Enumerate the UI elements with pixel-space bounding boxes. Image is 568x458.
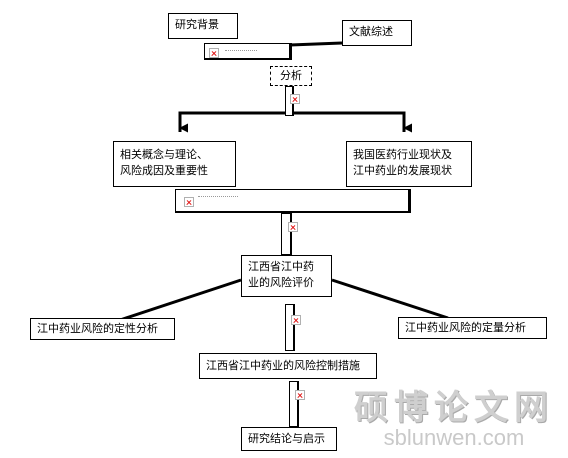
placeholder-bar-top	[204, 43, 292, 60]
placeholder-vbar-2	[281, 213, 298, 255]
broken-image-icon	[290, 94, 300, 104]
broken-image-icon	[209, 48, 219, 58]
line-to-review	[289, 41, 343, 47]
node-qualitative-analysis: 江中药业风险的定性分析	[30, 318, 175, 340]
broken-image-icon	[184, 197, 194, 207]
node-quantitative-analysis: 江中药业风险的定量分析	[398, 317, 547, 339]
watermark: 硕博论文网 sblunwen.com	[354, 380, 554, 451]
node-industry-status: 我国医药行业现状及 江中药业的发展现状	[346, 141, 472, 187]
line-to-quantitative	[331, 278, 449, 320]
watermark-chinese: 硕博论文网	[354, 388, 554, 428]
node-risk-evaluation: 江西省江中药 业的风险评价	[241, 255, 332, 297]
node-analysis: 分析	[270, 66, 312, 86]
node-research-background: 研究背景	[168, 13, 238, 39]
node-concepts: 相关概念与理论、 风险成因及重要性	[113, 141, 236, 187]
placeholder-vbar-4	[289, 381, 305, 427]
placeholder-bar-middle	[175, 189, 411, 213]
node-conclusion: 研究结论与启示	[241, 427, 337, 451]
line-to-qualitative	[119, 278, 242, 322]
placeholder-dots	[198, 196, 238, 198]
broken-image-icon	[295, 390, 305, 400]
watermark-english: sblunwen.com	[383, 425, 525, 450]
node-literature-review: 文献综述	[342, 20, 412, 46]
placeholder-vbar-1	[285, 86, 300, 116]
placeholder-vbar-3	[285, 304, 301, 351]
placeholder-dots	[225, 50, 257, 52]
broken-image-icon	[291, 315, 301, 325]
node-risk-control-measures: 江西省江中药业的风险控制措施	[199, 353, 377, 379]
broken-image-icon	[288, 222, 298, 232]
